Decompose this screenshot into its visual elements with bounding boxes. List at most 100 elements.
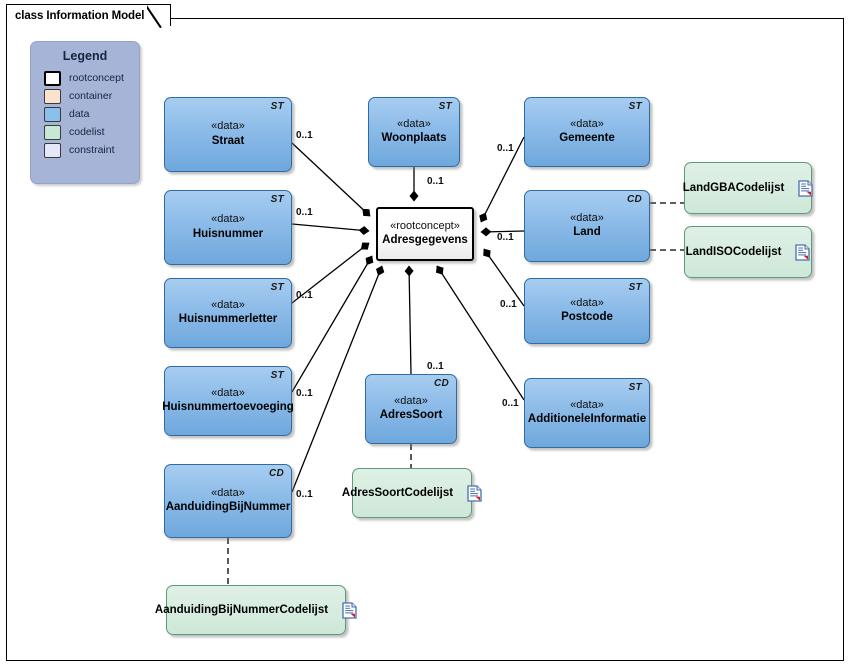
multiplicity-label-aanduidingbijnr: 0..1 <box>296 489 313 500</box>
legend-label-constraint: constraint <box>69 144 115 156</box>
class-stereotype-postcode: «data» <box>570 296 604 309</box>
class-node-body-adresgegevens: «rootconcept» Adresgegevens <box>378 209 472 259</box>
class-stereotype-adresgegevens: «rootconcept» <box>390 219 460 232</box>
legend-item-container: container <box>31 87 139 105</box>
class-node-gemeente[interactable]: ST «data» Gemeente <box>524 97 650 167</box>
class-node-adressoortcodelijst[interactable]: AdresSoortCodelijst <box>342 468 482 518</box>
legend-label-codelist: codelist <box>69 126 105 138</box>
legend-item-rootconcept: rootconcept <box>31 69 139 87</box>
diagram-title-tab: class Information Model <box>6 4 172 28</box>
class-name-straat: Straat <box>211 134 245 147</box>
legend-swatch-data <box>44 106 61 122</box>
multiplicity-label-additioneleinfo: 0..1 <box>502 398 519 409</box>
class-node-body-landgbacodelijst: LandGBACodelijst <box>682 163 813 213</box>
document-icon <box>795 243 811 261</box>
multiplicity-label-huisnummer: 0..1 <box>296 207 313 218</box>
legend-swatch-container <box>44 88 61 104</box>
legend-title: Legend <box>62 49 108 63</box>
class-name-additioneleinfo: AdditioneleInformatie <box>527 413 647 426</box>
class-node-adresgegevens[interactable]: «rootconcept» Adresgegevens <box>376 207 474 261</box>
legend-panel: Legend rootconcept container data codeli… <box>30 41 140 184</box>
class-node-body-aanduidingbijnr: «data»AanduidingBijNummer <box>165 465 291 537</box>
multiplicity-label-land: 0..1 <box>497 232 514 243</box>
class-stereotype-additioneleinfo: «data» <box>570 398 604 411</box>
class-type-tag-huisnummer: ST <box>270 194 284 205</box>
class-node-landisocodelijst[interactable]: LandISOCodelijst <box>684 226 812 278</box>
class-name-postcode: Postcode <box>561 311 613 324</box>
class-node-huisnummer[interactable]: ST«data»Huisnummer <box>164 190 292 265</box>
class-stereotype-adressoort: «data» <box>394 394 428 407</box>
legend-item-constraint: constraint <box>31 141 139 159</box>
class-node-body-huisnummerletter: «data» Huisnummerletter <box>165 279 291 347</box>
class-name-landgbacodelijst: LandGBACodelijst <box>682 181 785 194</box>
class-node-body-adressoort: «data» AdresSoort <box>366 375 456 443</box>
class-node-aanduidingcodelijst[interactable]: AanduidingBijNummerCodelijst <box>155 585 357 635</box>
class-node-body-straat: «data»Straat <box>165 98 291 171</box>
class-name-adresgegevens: Adresgegevens <box>382 234 468 247</box>
class-node-land[interactable]: CD«data»Land <box>524 190 650 262</box>
diagram-title-label: class Information Model <box>15 9 145 22</box>
class-type-tag-postcode: ST <box>628 282 642 293</box>
multiplicity-label-gemeente: 0..1 <box>497 143 514 154</box>
tab-seam-mask <box>7 24 135 28</box>
class-type-tag-huisnummerletter: ST <box>270 282 284 293</box>
class-name-huisnrtoevoeging: Huisnummertoevoeging <box>162 401 294 414</box>
class-name-adressoort: AdresSoort <box>379 409 443 422</box>
class-node-body-adressoortcodelijst: AdresSoortCodelijst <box>342 469 482 517</box>
class-node-adressoort[interactable]: CD«data»AdresSoort <box>365 374 457 444</box>
class-stereotype-land: «data» <box>570 211 604 224</box>
class-node-body-postcode: «data» Postcode <box>525 279 649 343</box>
class-stereotype-woonplaats: «data» <box>397 117 431 130</box>
class-node-body-additioneleinfo: «data» AdditioneleInformatie <box>525 379 649 447</box>
class-type-tag-additioneleinfo: ST <box>628 382 642 393</box>
class-type-tag-gemeente: ST <box>628 101 642 112</box>
legend-label-rootconcept: rootconcept <box>69 72 124 84</box>
legend-item-data: data <box>31 105 139 123</box>
multiplicity-label-straat: 0..1 <box>296 130 313 141</box>
multiplicity-label-woonplaats: 0..1 <box>427 176 444 187</box>
class-node-body-gemeente: «data» Gemeente <box>525 98 649 166</box>
diagram-frame <box>6 18 844 661</box>
legend-item-codelist: codelist <box>31 123 139 141</box>
class-node-body-landisocodelijst: LandISOCodelijst <box>685 227 811 277</box>
class-name-woonplaats: Woonplaats <box>381 132 447 145</box>
class-node-woonplaats[interactable]: ST«data»Woonplaats <box>368 97 460 167</box>
multiplicity-label-huisnrtoevoeging: 0..1 <box>296 388 313 399</box>
class-name-landisocodelijst: LandISOCodelijst <box>685 245 782 258</box>
class-node-body-aanduidingcodelijst: AanduidingBijNummerCodelijst <box>155 586 357 634</box>
class-stereotype-huisnrtoevoeging: «data» <box>211 386 245 399</box>
class-name-adressoortcodelijst: AdresSoortCodelijst <box>341 486 454 499</box>
class-name-aanduidingcodelijst: AanduidingBijNummerCodelijst <box>154 603 329 616</box>
class-name-gemeente: Gemeente <box>559 132 615 145</box>
legend-swatch-codelist <box>44 124 61 140</box>
document-icon <box>467 484 482 502</box>
class-node-aanduidingbijnr[interactable]: CD«data»AanduidingBijNummer <box>164 464 292 538</box>
multiplicity-label-adressoort: 0..1 <box>427 361 444 372</box>
class-type-tag-straat: ST <box>270 101 284 112</box>
document-icon <box>798 179 813 197</box>
class-stereotype-huisnummerletter: «data» <box>211 298 245 311</box>
class-node-body-huisnummer: «data»Huisnummer <box>165 191 291 264</box>
class-node-body-huisnrtoevoeging: «data» Huisnummertoevoeging <box>162 367 294 435</box>
class-stereotype-aanduidingbijnr: «data» <box>211 486 245 499</box>
tab-slant-decoration <box>147 4 171 28</box>
multiplicity-label-huisnummerletter: 0..1 <box>296 290 313 301</box>
class-node-postcode[interactable]: ST «data» Postcode <box>524 278 650 344</box>
class-node-huisnummerletter[interactable]: ST «data» Huisnummerletter <box>164 278 292 348</box>
class-node-landgbacodelijst[interactable]: LandGBACodelijst <box>682 162 813 214</box>
class-name-huisnummerletter: Huisnummerletter <box>178 313 278 326</box>
class-stereotype-gemeente: «data» <box>570 117 604 130</box>
class-stereotype-straat: «data» <box>211 120 245 133</box>
legend-label-data: data <box>69 108 90 120</box>
class-name-huisnummer: Huisnummer <box>192 227 264 240</box>
multiplicity-label-postcode: 0..1 <box>500 299 517 310</box>
class-node-huisnrtoevoeging[interactable]: ST «data» Huisnummertoevoeging <box>162 366 294 436</box>
class-node-straat[interactable]: ST«data»Straat <box>164 97 292 172</box>
class-node-body-woonplaats: «data» Woonplaats <box>369 98 459 166</box>
legend-swatch-constraint <box>44 142 61 158</box>
class-type-tag-aanduidingbijnr: CD <box>268 468 284 479</box>
class-type-tag-huisnrtoevoeging: ST <box>270 370 284 381</box>
legend-swatch-rootconcept <box>44 70 61 86</box>
class-node-additioneleinfo[interactable]: ST «data» AdditioneleInformatie <box>524 378 650 448</box>
